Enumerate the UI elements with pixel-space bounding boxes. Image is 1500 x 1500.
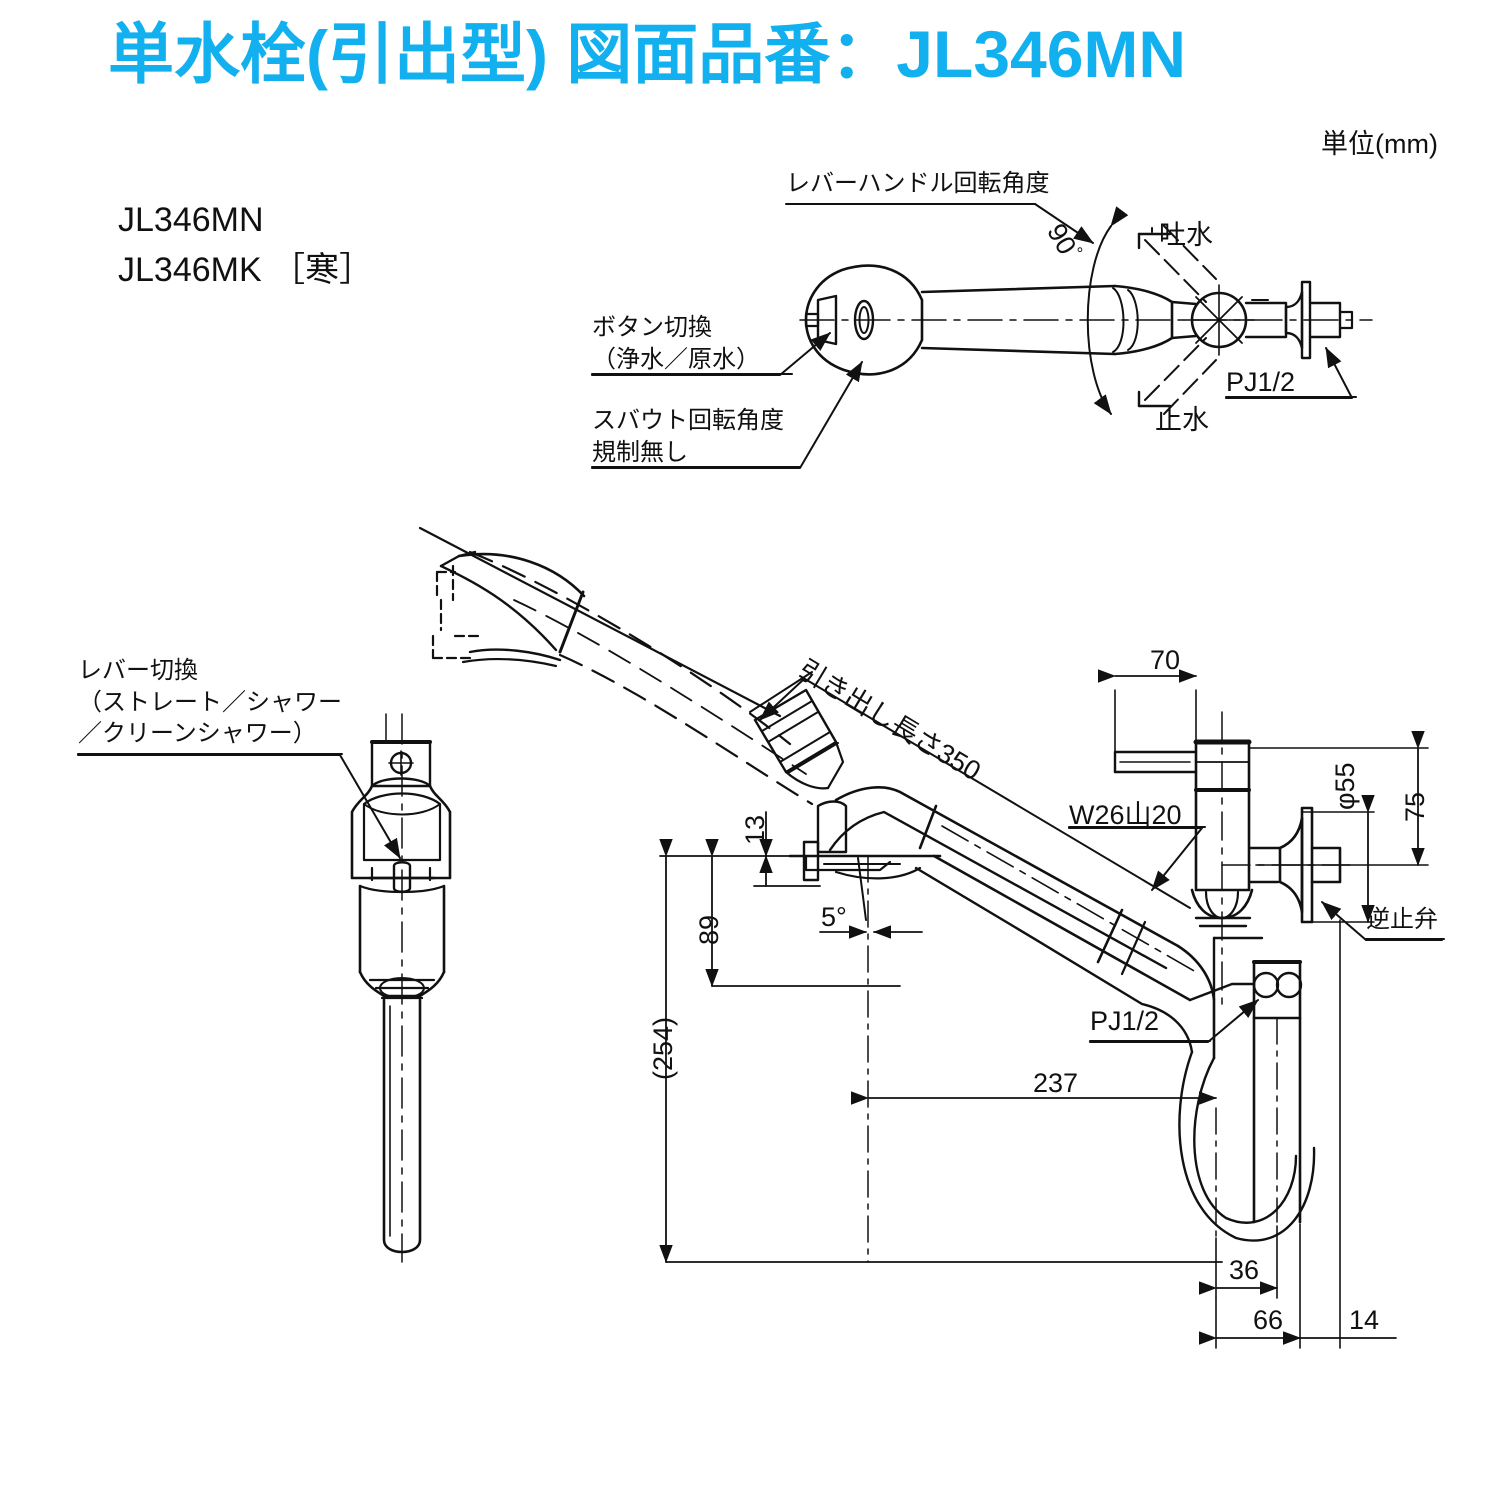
- dim-reach-237: 237: [1033, 1068, 1079, 1098]
- dim-shutoff: 止水: [1155, 405, 1209, 435]
- dim-height-89: 89: [694, 914, 724, 945]
- dim-line-70: [1097, 669, 1197, 757]
- dim-line-254: [659, 838, 1223, 1263]
- dim-spout-lip-13: 13: [740, 814, 770, 845]
- top-view-swing-ghost: [1144, 225, 1217, 415]
- dim-line-89: [705, 838, 901, 987]
- dim-thread-top: PJ1/2: [1226, 367, 1296, 397]
- dim-offset-36: 36: [1229, 1255, 1260, 1285]
- dim-line-pullout-length: [749, 671, 1191, 909]
- dim-handle-angle: 90°: [1041, 218, 1087, 260]
- model-name-line1: JL346MN: [118, 201, 264, 239]
- dim-total-height-254: (254): [648, 1016, 678, 1080]
- dim-pullout-length: 引き出し長さ350: [792, 654, 986, 787]
- callout-check-valve: 逆止弁: [1366, 906, 1438, 933]
- main-spout-body: [788, 786, 1264, 1060]
- top-view-swing-endcaps: [1137, 232, 1172, 408]
- check-valve-block: [1252, 960, 1303, 1224]
- callout-pipe-thread: PJ1/2: [1090, 1006, 1160, 1036]
- callout-lever-switch: レバー切換 （ストレート／シャワー ／クリーンシャワー）: [78, 657, 342, 748]
- dim-offset-66: 66: [1253, 1305, 1284, 1335]
- top-view-swing-arc: [1086, 206, 1129, 415]
- dim-tilt-5deg: 5°: [821, 902, 847, 932]
- callout-button-switch: ボタン切換 （浄水／原水）: [592, 314, 760, 373]
- top-view-barrel: [920, 284, 1198, 356]
- leader-hose-thread: [1068, 827, 1203, 891]
- callout-lever-handle-rotation: レバーハンドル回転角度: [786, 170, 1050, 197]
- dim-height-75: 75: [1400, 791, 1430, 822]
- unit-note: 単位(mm): [1321, 129, 1438, 159]
- leader-lever-switch: [77, 754, 401, 859]
- model-name-line2: JL346MK ［寒］: [118, 251, 374, 289]
- top-view-handle: [804, 264, 924, 376]
- page-title: 単水栓(引出型) 図面品番：JL346MN: [108, 17, 1187, 91]
- dim-handle-70: 70: [1150, 645, 1181, 675]
- hose-loop: [1178, 1050, 1316, 1243]
- spray-head-detail: [350, 711, 452, 1263]
- top-view-swivel-joint: [1183, 284, 1255, 356]
- callout-spout-rotation: スバウト回転角度 規制無し: [592, 407, 784, 466]
- pullout-spray-head: [418, 526, 845, 806]
- dim-discharge: 吐水: [1159, 220, 1213, 250]
- wall-mount-column: [1113, 711, 1353, 1013]
- top-view-wall-union: [1244, 280, 1354, 360]
- callout-hose-thread: W26山20: [1069, 800, 1182, 830]
- dim-flange-dia-55: φ55: [1330, 762, 1360, 810]
- dim-offset-14: 14: [1349, 1305, 1380, 1335]
- dim-line-phi55: [1301, 794, 1375, 923]
